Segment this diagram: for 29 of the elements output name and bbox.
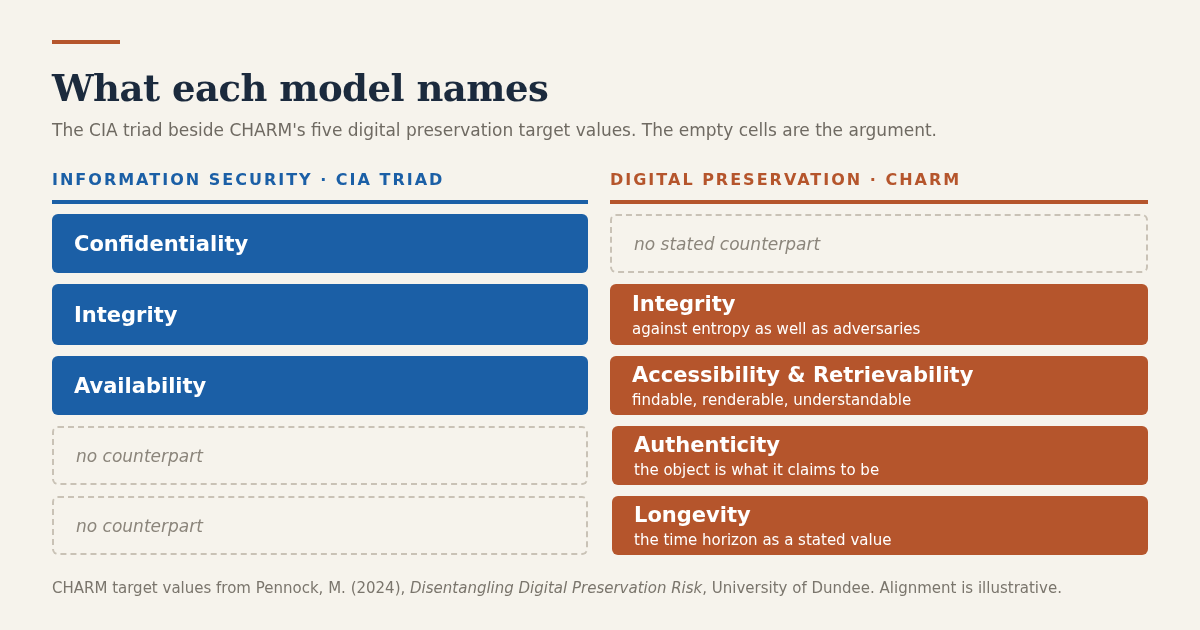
- value-description: findable, renderable, understandable: [632, 390, 913, 409]
- value-name: Integrity: [74, 302, 179, 327]
- value-name: Confidentiality: [74, 231, 250, 256]
- empty-cell: [52, 496, 588, 555]
- empty-cell: [52, 426, 588, 485]
- value-name: Accessibility & Retrievability: [632, 362, 975, 387]
- value-name: Authenticity: [634, 432, 781, 457]
- value-card: [610, 356, 1148, 415]
- subtitle: The CIA triad beside CHARM's five digital preservation target values. The empty cells are the argument.: [52, 120, 937, 140]
- value-card: [52, 214, 588, 273]
- placeholder-text: no counterpart: [76, 445, 205, 466]
- column-heading: INFORMATION SECURITY · CIA TRIAD: [52, 170, 445, 189]
- value-card: [612, 426, 1148, 485]
- value-description: against entropy as well as adversaries: [632, 319, 922, 338]
- value-name: Longevity: [634, 502, 752, 527]
- value-name: Integrity: [632, 291, 737, 316]
- source-note: CHARM target values from Pennock, M. (2024), Disentangling Digital Preservation Risk, University of Dundee. Alignment is illustrative.: [52, 579, 1062, 597]
- value-card: [612, 496, 1148, 555]
- title: What each model names: [52, 66, 549, 110]
- value-card: [52, 356, 588, 415]
- column-heading: DIGITAL PRESERVATION · CHARM: [610, 170, 962, 189]
- value-description: the object is what it claims to be: [634, 460, 881, 479]
- value-description: the time horizon as a stated value: [634, 530, 893, 549]
- empty-cell: [610, 214, 1148, 273]
- value-card: [610, 284, 1148, 345]
- placeholder-text: no stated counterpart: [634, 233, 822, 254]
- value-card: [52, 284, 588, 345]
- placeholder-text: no counterpart: [76, 515, 205, 536]
- value-name: Availability: [74, 373, 208, 398]
